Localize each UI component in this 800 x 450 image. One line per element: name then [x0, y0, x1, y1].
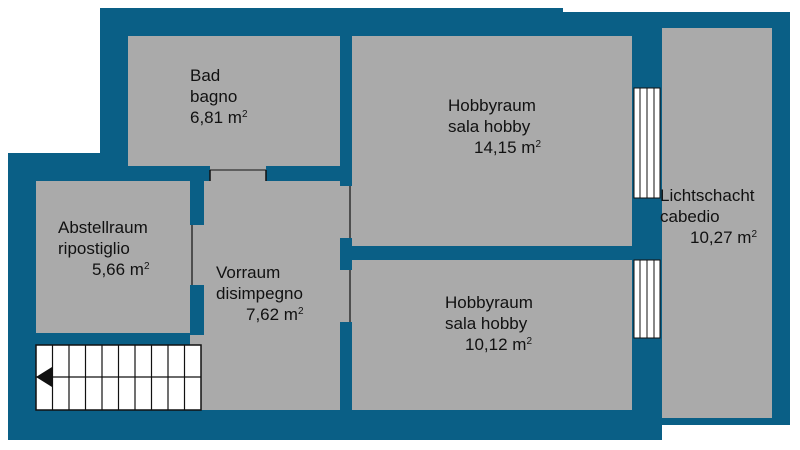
- door-bad-vorraum: [210, 166, 266, 181]
- windows: [633, 87, 661, 339]
- room-name-it: cabedio: [660, 207, 720, 226]
- room-name-it: bagno: [190, 87, 238, 106]
- room-area: 10,12 m2: [465, 335, 532, 354]
- room-name-de: Hobbyraum: [445, 293, 533, 312]
- room-name-it: sala hobby: [448, 117, 531, 136]
- room-name-de: Vorraum: [216, 263, 281, 282]
- room-bad: [128, 36, 340, 166]
- arrow-left-icon: [36, 367, 52, 387]
- door-vorraum-hobby-lower: [340, 270, 352, 322]
- room-name-de: Abstellraum: [58, 218, 148, 237]
- label-hobby-upper: Hobbyraum sala hobby 14,15 m2: [448, 95, 541, 158]
- label-bad: Bad bagno 6,81 m2: [190, 65, 248, 128]
- room-vorraum: [204, 181, 340, 410]
- label-vorraum: Vorraum disimpegno 7,62 m2: [216, 262, 304, 325]
- staircase: [35, 344, 202, 411]
- room-area: 10,27 m2: [690, 228, 757, 247]
- label-abstellraum: Abstellraum ripostiglio 5,66 m2: [58, 217, 150, 280]
- room-name-it: ripostiglio: [58, 239, 130, 258]
- door-abstell-vorraum: [190, 225, 204, 285]
- room-lichtschacht: [662, 28, 772, 418]
- door-vorraum-hobby-upper: [340, 186, 352, 238]
- room-hobby-lower: [352, 260, 632, 410]
- rooms: [36, 28, 772, 418]
- room-area: 5,66 m2: [92, 260, 150, 279]
- room-name-de: Hobbyraum: [448, 96, 536, 115]
- label-hobby-lower: Hobbyraum sala hobby 10,12 m2: [445, 292, 533, 355]
- room-abstellraum: [36, 181, 190, 333]
- room-name-de: Lichtschacht: [660, 186, 755, 205]
- label-lichtschacht: Lichtschacht cabedio 10,27 m2: [660, 185, 757, 248]
- room-name-it: disimpegno: [216, 284, 303, 303]
- room-name-it: sala hobby: [445, 314, 528, 333]
- room-area: 7,62 m2: [246, 305, 304, 324]
- room-name-de: Bad: [190, 66, 221, 85]
- room-area: 6,81 m2: [190, 108, 248, 127]
- room-hobby-upper: [352, 36, 632, 246]
- room-area: 14,15 m2: [474, 138, 541, 157]
